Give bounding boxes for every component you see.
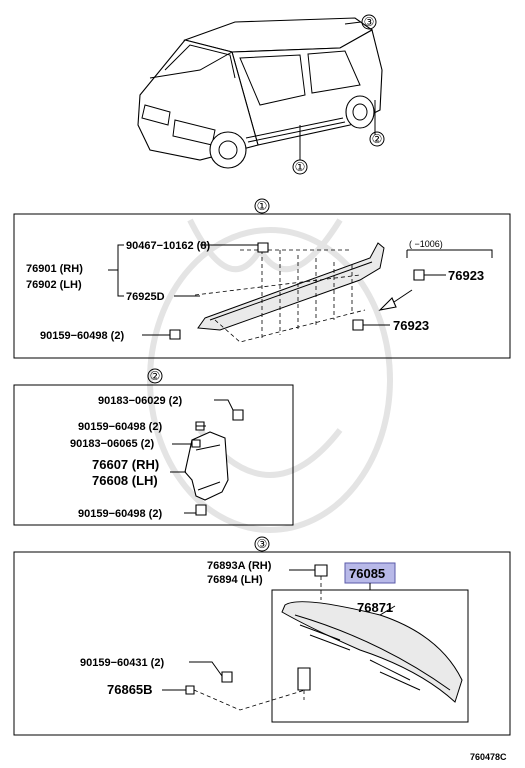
label-76894-lh: 76894 (LH) xyxy=(207,574,263,586)
svg-text:③: ③ xyxy=(364,15,375,29)
label-76607-rh: 76607 (RH) xyxy=(92,457,159,472)
label-90467-10162: 90467−10162 (8) xyxy=(126,240,210,252)
section-3-title: ③ xyxy=(254,536,270,552)
label-90159-60431: 90159−60431 (2) xyxy=(80,657,164,669)
callout-2-car: ② xyxy=(369,131,385,147)
label-date-note: ( −1006) xyxy=(409,239,443,249)
label-90183-06065: 90183−06065 (2) xyxy=(70,438,154,450)
label-90183-06029: 90183−06029 (2) xyxy=(98,395,182,407)
svg-text:①: ① xyxy=(257,199,268,213)
label-90159-60498: 90159−60498 (2) xyxy=(40,330,124,342)
diagram-code: 760478C xyxy=(470,752,507,762)
label-76608-lh: 76608 (LH) xyxy=(92,473,158,488)
label-76925d: 76925D xyxy=(126,291,165,303)
label-90159-60498-a: 90159−60498 (2) xyxy=(78,421,162,433)
callout-3-car: ③ xyxy=(361,14,377,30)
label-76085[interactable]: 76085 xyxy=(349,566,385,581)
svg-text:①: ① xyxy=(295,160,306,174)
svg-text:②: ② xyxy=(372,132,383,146)
section-3: ③ 76085 76893A (RH) 76894 (LH) xyxy=(13,536,511,736)
label-90159-60498-b: 90159−60498 (2) xyxy=(78,508,162,520)
section-2-title: ② xyxy=(147,368,163,384)
svg-text:②: ② xyxy=(150,369,161,383)
svg-text:③: ③ xyxy=(257,537,268,551)
label-76902-lh: 76902 (LH) xyxy=(26,279,82,291)
label-76923-upper: 76923 xyxy=(448,268,484,283)
section-1: ① 90467−10162 (8) 7 xyxy=(13,198,511,359)
callout-1-car: ① xyxy=(292,159,308,175)
label-76893a-rh: 76893A (RH) xyxy=(207,560,272,572)
label-76901-rh: 76901 (RH) xyxy=(26,263,83,275)
section-2: ② 90183−06029 (2) 90159−60498 (2) 90183−… xyxy=(13,368,294,526)
label-76923-lower: 76923 xyxy=(393,318,429,333)
car-illustration xyxy=(137,17,383,169)
section-1-title: ① xyxy=(254,198,270,214)
label-76865b: 76865B xyxy=(107,682,153,697)
label-76871: 76871 xyxy=(357,600,393,615)
